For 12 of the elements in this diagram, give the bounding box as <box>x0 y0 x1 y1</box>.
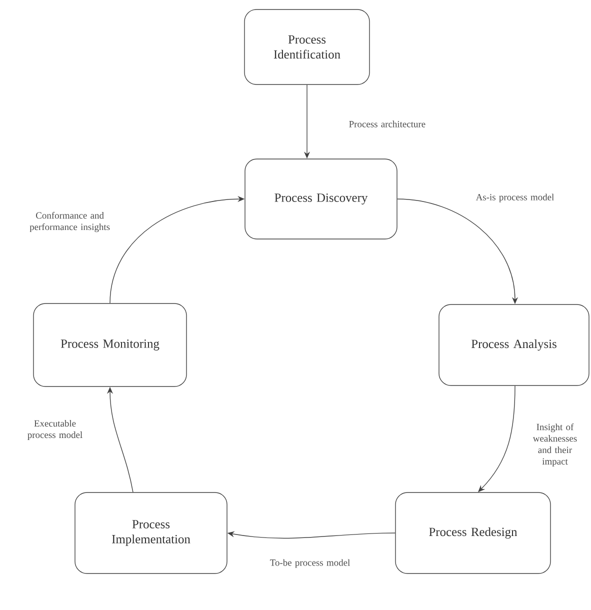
process-box: Process Monitoring <box>33 303 187 387</box>
edge-label: Conformance and performance insights <box>30 212 110 232</box>
edge-label: Executable process model <box>28 420 82 440</box>
edge-label: Process architecture <box>349 120 426 128</box>
process-box: Process Implementation <box>74 492 228 574</box>
edge-label: Insight of weaknesses and their impact <box>532 423 577 467</box>
process-box: Process Analysis <box>438 304 590 386</box>
edge-label: As-is process model <box>476 194 554 202</box>
edge-label: To-be process model <box>270 559 350 568</box>
process-box: Process Discovery <box>244 158 398 240</box>
process-box: Process Identification <box>244 9 370 85</box>
process-box: Process Redesign <box>395 492 551 574</box>
